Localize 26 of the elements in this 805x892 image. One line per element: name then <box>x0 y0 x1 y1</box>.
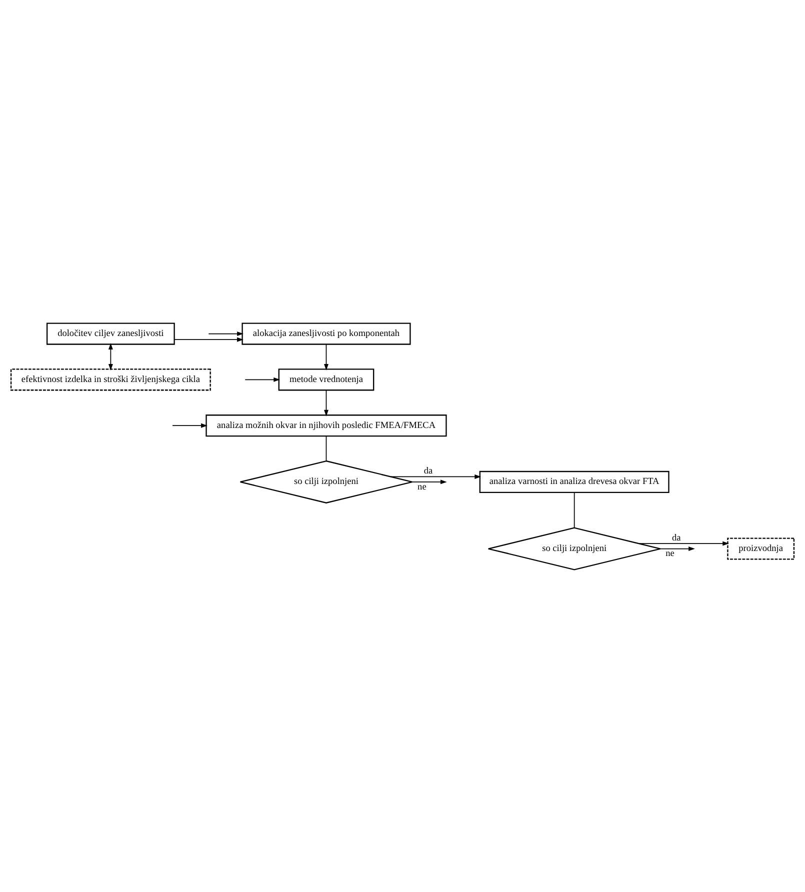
connector <box>326 435 327 461</box>
edge-label: ne <box>418 482 426 492</box>
arrow <box>172 422 208 428</box>
arrow <box>412 479 447 484</box>
arrow <box>390 474 482 478</box>
edge-label: da <box>424 466 433 476</box>
node-box: efektivnost izdelka in stroški življenjskega cikla <box>10 368 211 390</box>
arrow <box>208 331 244 336</box>
node-box: alokacija zanesljivosti po komponentah <box>242 322 411 344</box>
arrow <box>660 546 695 550</box>
node-box: analiza možnih okvar in njihovih posledic FMEA/FMECA <box>206 414 447 436</box>
node-diamond: so cilji izpolnjeni <box>240 460 413 503</box>
node-box: analiza varnosti in analiza drevesa okvar FTA <box>479 470 670 492</box>
arrow <box>324 389 328 416</box>
node-box: proizvodnja <box>727 537 795 560</box>
edge-label: ne <box>666 548 674 559</box>
node-diamond: so cilji izpolnjeni <box>488 526 661 570</box>
node-box: metode vrednotenja <box>278 368 374 390</box>
edge-label: da <box>672 533 681 544</box>
arrow <box>638 540 729 546</box>
connector <box>574 492 575 528</box>
arrow <box>244 376 280 382</box>
arrow <box>174 336 244 342</box>
node-box: določitev ciljev zanesljivosti <box>46 322 175 344</box>
arrow <box>108 342 113 370</box>
arrow <box>324 344 328 370</box>
